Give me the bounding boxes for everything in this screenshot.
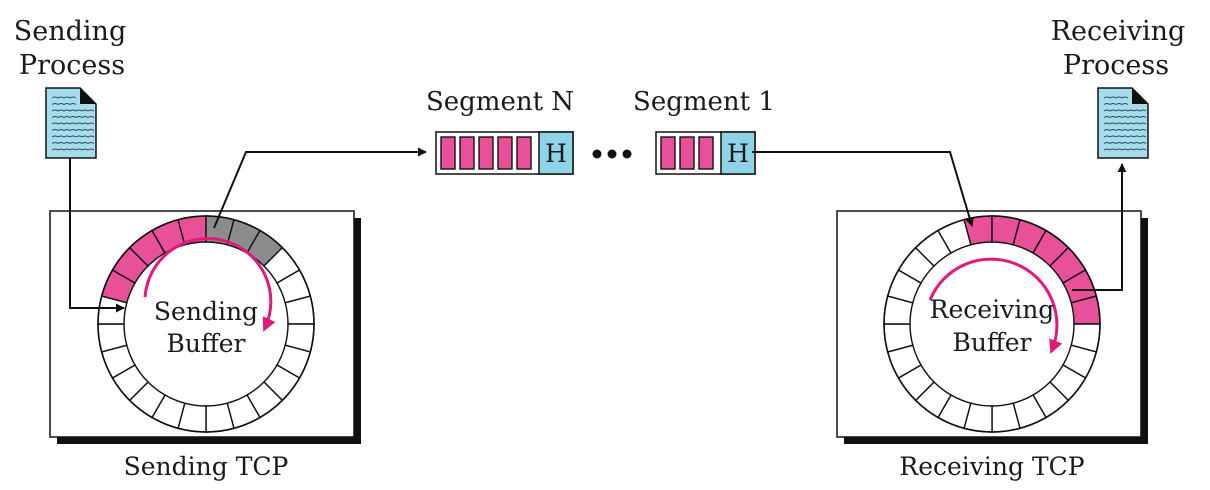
sending-buffer-direction-arrow bbox=[143, 237, 276, 332]
sending-process-label-line2: Process bbox=[19, 50, 125, 81]
receiving-process-document-icon bbox=[1097, 87, 1149, 159]
document-text-line bbox=[1103, 148, 1147, 151]
segment-n-data-cell bbox=[440, 136, 456, 170]
document-fold bbox=[1132, 88, 1148, 104]
segment-n-data-cell bbox=[459, 136, 475, 170]
segment-1-label: Segment 1 bbox=[633, 87, 775, 117]
segment-n: H bbox=[435, 131, 574, 175]
segment-1-header-cell bbox=[720, 131, 756, 175]
sending-buffer-ring bbox=[97, 215, 315, 433]
segment-n-data-cell bbox=[478, 136, 494, 170]
document-text-line bbox=[1103, 142, 1147, 145]
document-text-line bbox=[1103, 116, 1147, 119]
receiving-buffer-label-line2: Buffer bbox=[953, 328, 1032, 357]
document-text-line bbox=[1103, 135, 1147, 138]
sending-tcp-label: Sending TCP bbox=[124, 452, 289, 481]
sending-buffer-outer-edge bbox=[97, 215, 315, 433]
segment-n-header-label: H bbox=[545, 139, 567, 168]
receive-buffer-to-process-arrow bbox=[1072, 163, 1127, 291]
segment-1-header-label: H bbox=[727, 139, 749, 168]
document-text-line bbox=[51, 122, 95, 125]
document-text-line bbox=[51, 135, 95, 138]
document-text-line bbox=[51, 116, 95, 119]
send-buffer-to-segment-n-arrow bbox=[213, 147, 427, 229]
document-text-line bbox=[51, 96, 77, 99]
segment-n-data-cell bbox=[516, 136, 532, 170]
segment-1-to-receive-buffer-arrow bbox=[752, 151, 975, 227]
receiving-process-label-line1: Receiving bbox=[1051, 16, 1186, 47]
receiving-process-label-line2: Process bbox=[1063, 50, 1169, 81]
receiving-tcp-label: Receiving TCP bbox=[899, 452, 1084, 481]
segment-n-header-cell bbox=[538, 131, 574, 175]
sending-process-document-icon bbox=[45, 87, 97, 159]
receiving-buffer-ring bbox=[883, 215, 1101, 433]
segment-1: H bbox=[655, 131, 756, 175]
sending-process-label-line1: Sending bbox=[14, 16, 126, 47]
segment-n-label: Segment N bbox=[426, 87, 574, 117]
sending-buffer-label-line2: Buffer bbox=[167, 329, 246, 358]
document-text-line bbox=[51, 109, 95, 112]
sending-buffer-label-line1: Sending bbox=[154, 297, 258, 326]
document-text-line bbox=[51, 148, 95, 151]
receiving-buffer-direction-arrow bbox=[928, 257, 1063, 354]
document-text-line bbox=[1103, 109, 1147, 112]
document-text-line bbox=[1103, 103, 1129, 106]
segment-n-data-cell bbox=[497, 136, 513, 170]
document-fold bbox=[80, 88, 96, 104]
document-text-line bbox=[51, 142, 95, 145]
segment-1-data-cell bbox=[698, 136, 714, 170]
receiving-buffer-outer-edge bbox=[883, 215, 1101, 433]
document-text-line bbox=[51, 129, 95, 132]
ellipsis-dots bbox=[592, 149, 632, 159]
document-text-line bbox=[1103, 96, 1129, 99]
document-text-line bbox=[51, 103, 77, 106]
segment-1-data-cell bbox=[679, 136, 695, 170]
document-text-line bbox=[1103, 129, 1147, 132]
document-text-line bbox=[1103, 122, 1147, 125]
process-to-send-buffer-arrow bbox=[69, 158, 125, 313]
receiving-buffer-label-line1: Receiving bbox=[930, 295, 1055, 324]
segment-1-data-cell bbox=[660, 136, 676, 170]
